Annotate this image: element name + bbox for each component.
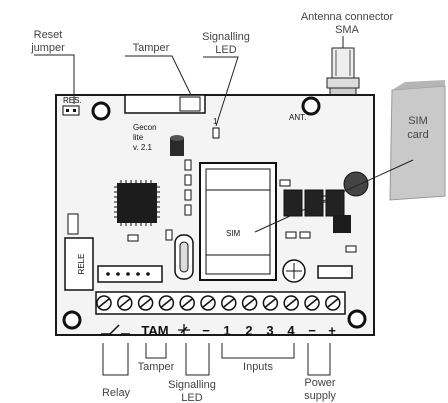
terminal-screw-slot	[244, 298, 256, 308]
reset-jumper	[62, 105, 80, 116]
terminal-block	[95, 291, 346, 315]
antenna-label-line2: SMA	[335, 24, 360, 36]
inputs-label: Inputs	[243, 361, 273, 373]
terminal-label-plus: +	[328, 323, 336, 338]
model-line-3: v. 2.1	[133, 143, 153, 152]
power-supply-bracket	[307, 343, 331, 376]
sim-silk-label: SIM	[226, 229, 241, 238]
relay-symbol	[101, 324, 130, 335]
rele-silk-label: RELE	[77, 254, 86, 275]
terminal-screw-slot	[181, 298, 193, 308]
sim-card	[389, 80, 446, 201]
ant-silk-label: ANT.	[289, 113, 306, 122]
terminal-screw-slot	[202, 298, 214, 308]
reset-jumper-label-line1: Reset	[34, 29, 63, 41]
antenna-label-line1: Antenna connector	[301, 11, 394, 23]
tamper-switch	[124, 94, 206, 114]
reset-jumper-leader	[34, 54, 75, 104]
model-line-2: lite	[133, 133, 144, 142]
led-ref-label: 1	[213, 117, 218, 126]
terminal-screw-slot	[306, 298, 318, 308]
terminal-label-1: 1	[223, 323, 230, 338]
tamper-top-label: Tamper	[133, 42, 170, 54]
crystal	[174, 234, 194, 280]
signalling-led-bracket	[185, 343, 210, 376]
relay-label: Relay	[102, 387, 131, 399]
terminal-screw-slot	[223, 298, 235, 308]
tamper-top-leader	[125, 55, 192, 96]
terminal-label-2: 2	[245, 323, 252, 338]
terminal-screw-slot	[98, 298, 110, 308]
signalling-led-top-line1: Signalling	[202, 31, 250, 43]
pin-header	[97, 265, 163, 283]
diode	[317, 265, 353, 279]
tamper-bracket	[145, 343, 167, 359]
signalling-led	[212, 127, 220, 139]
relay-bracket	[102, 343, 129, 376]
mounting-holes	[62, 96, 367, 330]
terminal-screw-slot	[160, 298, 172, 308]
sim-holder	[199, 162, 277, 281]
capacitor	[170, 135, 184, 156]
terminal-label-minus-2: −	[308, 323, 316, 338]
terminal-label-3: 3	[266, 323, 273, 338]
potentiometer	[282, 259, 306, 283]
terminal-screw-slot	[119, 298, 131, 308]
modem-chip	[333, 215, 351, 233]
terminal-screw-slot	[327, 298, 339, 308]
terminal-screw-slot	[285, 298, 297, 308]
sim-card-label-line2: card	[407, 129, 428, 141]
microcontroller-chip	[114, 180, 160, 226]
terminal-label-minus-1: −	[202, 323, 210, 338]
reset-jumper-label-line2: jumper	[30, 42, 65, 54]
tamper-bottom-label: Tamper	[138, 361, 175, 373]
signalling-led-bottom-line2: LED	[181, 392, 202, 403]
terminal-label-tam: TAM	[141, 323, 168, 338]
signalling-led-top-leader	[203, 56, 239, 127]
terminal-screw-slot	[140, 298, 152, 308]
inputs-bracket	[221, 343, 295, 359]
power-supply-label-line1: Power	[304, 377, 336, 389]
terminal-label-4: 4	[287, 323, 295, 338]
terminal-screw-slot	[264, 298, 276, 308]
terminal-screws	[96, 295, 341, 311]
signalling-led-top-line2: LED	[215, 44, 236, 56]
model-line-1: Gecon	[133, 123, 157, 132]
led-symbol	[178, 324, 190, 336]
power-supply-label-line2: supply	[304, 390, 336, 402]
relay	[64, 213, 94, 291]
sim-card-label-line1: SIM	[408, 115, 428, 127]
sim-card-leader	[254, 159, 414, 233]
signalling-led-bottom-line1: Signalling	[168, 379, 216, 391]
res-silk-label: RES.	[63, 96, 82, 105]
